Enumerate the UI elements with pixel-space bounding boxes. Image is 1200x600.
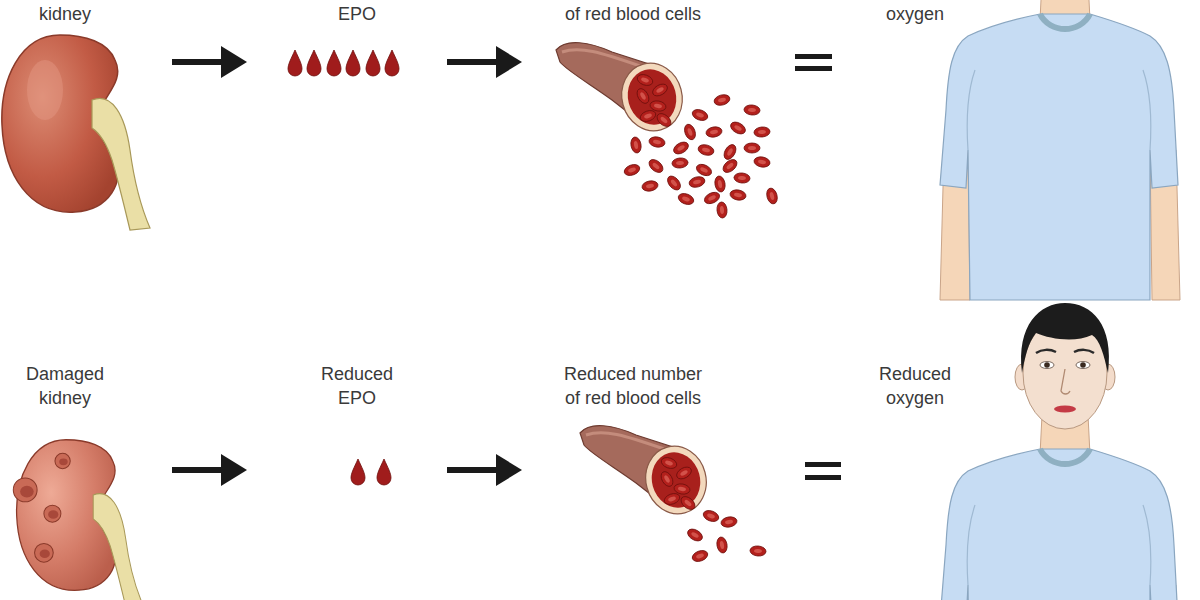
red-blood-cells: [623, 93, 779, 218]
low-oxygen-person: [940, 303, 1180, 600]
equals-sign: [795, 54, 841, 480]
step-panel: oxygen: [860, 0, 1190, 295]
red-blood-cells-part: [677, 192, 695, 207]
damaged-kidney-part: [35, 543, 54, 562]
red-blood-cells-part: [729, 120, 748, 137]
red-blood-cells-part: [744, 104, 761, 115]
red-blood-cells-part: [734, 172, 751, 183]
step-panel: EPO: [250, 0, 445, 100]
equals-sign-part: [795, 66, 832, 71]
red-blood-cells-part: [688, 175, 706, 189]
red-blood-cells-part: [714, 175, 727, 192]
red-blood-cells-part: [765, 187, 779, 205]
equals-sign-part: [805, 475, 841, 480]
red-blood-cells-part: [672, 140, 691, 157]
red-blood-cells-part: [647, 157, 666, 175]
damaged-kidney-part: [13, 478, 37, 502]
red-blood-cells-part: [623, 163, 641, 178]
step-panel: Damaged kidney: [0, 360, 170, 600]
step-panel: kidney: [0, 0, 170, 230]
healthy-kidney: [2, 35, 150, 230]
equals-sign-part: [805, 462, 841, 467]
step-label: kidney: [5, 2, 125, 26]
step-label: Reduced number of red blood cells: [559, 362, 707, 410]
red-blood-cells-part: [691, 108, 709, 123]
step-label: Reduced EPO: [307, 362, 407, 410]
low-oxygen-person-part: [940, 303, 1180, 600]
red-blood-cells-part: [672, 157, 689, 168]
reduced-bone-marrow-part: [580, 426, 714, 521]
step-panel: Reduced oxygen: [860, 360, 1190, 600]
red-blood-cells-part: [744, 143, 760, 153]
epo-drops-part: [327, 50, 341, 76]
red-blood-cells-part: [716, 202, 727, 219]
step-label: EPO: [297, 2, 417, 26]
process-arrow: [172, 59, 222, 65]
damaged-kidney-part: [44, 505, 61, 522]
red-blood-cells-part: [665, 174, 683, 193]
epo-drops: [288, 50, 399, 76]
red-blood-cells-part: [641, 180, 658, 193]
reduced-red-blood-cells-part: [691, 549, 709, 564]
reduced-epo-drops-part: [351, 459, 365, 485]
damaged-kidney-part: [93, 494, 142, 600]
reduced-red-blood-cells: [686, 509, 767, 564]
damaged-kidney-part: [48, 510, 58, 519]
damaged-kidney-part: [55, 453, 70, 468]
healthy-person: [940, 0, 1180, 300]
process-arrow: [447, 59, 497, 65]
process-arrow: [447, 467, 497, 473]
equals-sign-part: [795, 54, 832, 59]
epo-drops-part: [366, 50, 380, 76]
red-blood-cells-part: [683, 123, 698, 141]
red-blood-cells-part: [721, 157, 740, 175]
epo-drops-part: [288, 50, 302, 76]
step-label: oxygen: [865, 2, 965, 26]
epo-drops-part: [346, 50, 360, 76]
healthy-person-part: [940, 0, 1180, 300]
damaged-kidney: [13, 440, 142, 600]
reduced-red-blood-cells-part: [750, 545, 767, 556]
reduced-red-blood-cells-part: [720, 516, 737, 529]
reduced-epo-drops-part: [377, 459, 391, 485]
process-arrow: [172, 467, 222, 473]
step-panel: Reduced EPO: [250, 360, 445, 500]
reduced-red-blood-cells-part: [702, 509, 720, 524]
step-label: Damaged kidney: [15, 362, 115, 410]
step-label: Reduced oxygen: [865, 362, 965, 410]
bone-marrow-part: [556, 43, 690, 138]
red-blood-cells-part: [729, 189, 746, 202]
reduced-epo-drops: [351, 459, 391, 485]
bone-marrow: [556, 43, 690, 138]
red-blood-cells-part: [713, 93, 731, 107]
damaged-kidney-part: [59, 458, 68, 465]
healthy-kidney-part: [92, 98, 150, 230]
red-blood-cells-part: [754, 126, 771, 137]
red-blood-cells-part: [705, 126, 722, 139]
damaged-kidney-part: [20, 486, 34, 498]
red-blood-cells-part: [697, 143, 715, 157]
red-blood-cells-part: [753, 156, 770, 169]
red-blood-cells-part: [630, 136, 643, 153]
red-blood-cells-part: [695, 162, 714, 178]
epo-drops-part: [307, 50, 321, 76]
reduced-bone-marrow: [580, 426, 714, 521]
step-panel: Reduced number of red blood cells: [525, 360, 790, 580]
step-label: of red blood cells: [533, 2, 733, 26]
connectors: [172, 62, 497, 470]
reduced-red-blood-cells-part: [686, 527, 705, 544]
damaged-kidney-part: [40, 549, 50, 558]
reduced-red-blood-cells-part: [716, 536, 729, 553]
healthy-kidney-part: [27, 60, 63, 120]
step-panel: of red blood cells: [525, 0, 790, 220]
red-blood-cells-part: [722, 143, 739, 162]
epo-drops-part: [385, 50, 399, 76]
red-blood-cells-part: [648, 136, 665, 149]
